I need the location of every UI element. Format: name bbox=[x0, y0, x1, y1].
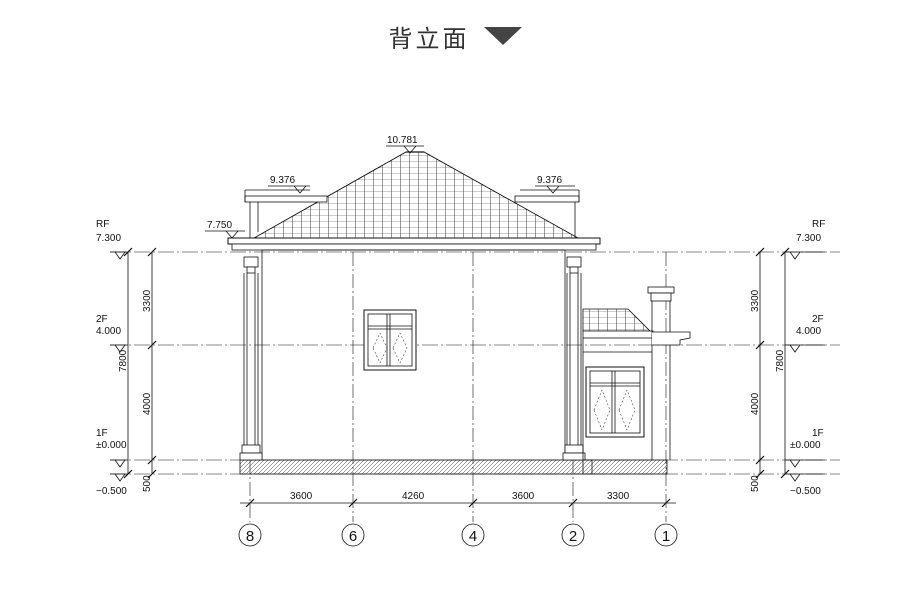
hdim-3: 3300 bbox=[607, 491, 630, 502]
column-left bbox=[239, 256, 263, 461]
level-left-base-value: −0.500 bbox=[96, 486, 127, 497]
roof-elevation-markers bbox=[205, 145, 575, 239]
main-wall bbox=[239, 249, 593, 475]
triangle-down-icon bbox=[483, 27, 522, 45]
level-right-rf-name: RF bbox=[812, 219, 825, 230]
level-lines bbox=[110, 251, 840, 475]
level-right-rf-value: 7.300 bbox=[796, 233, 821, 244]
vdim-left-upper: 3300 bbox=[142, 289, 153, 312]
vdim-right-total: 7800 bbox=[775, 349, 786, 372]
vdim-left-lower: 4000 bbox=[142, 392, 153, 415]
vdim-right-lower: 4000 bbox=[750, 392, 761, 415]
level-left-1f-name: 1F bbox=[96, 428, 108, 439]
elev-hip-left: 9.376 bbox=[270, 175, 295, 186]
axis-label-4: 4 bbox=[469, 528, 477, 545]
horizontal-dim bbox=[240, 498, 676, 508]
level-left-rf-name: RF bbox=[96, 219, 109, 230]
vdim-left-base: 500 bbox=[142, 475, 153, 492]
level-left-1f-value: ±0.000 bbox=[96, 440, 127, 451]
vdim-right-upper: 3300 bbox=[750, 289, 761, 312]
axis-label-1: 1 bbox=[662, 528, 670, 545]
level-right-2f-name: 2F bbox=[812, 314, 824, 325]
window-upper bbox=[363, 309, 417, 371]
window-lower bbox=[585, 366, 645, 438]
vdim-left-total: 7800 bbox=[118, 349, 129, 372]
vertical-dim-left bbox=[110, 247, 157, 482]
axis-label-6: 6 bbox=[349, 528, 357, 545]
axis-label-2: 2 bbox=[569, 528, 577, 545]
column-right bbox=[562, 256, 586, 461]
hdim-0: 3600 bbox=[290, 491, 313, 502]
vdim-right-base: 500 bbox=[750, 475, 761, 492]
level-left-rf-value: 7.300 bbox=[96, 233, 121, 244]
level-right-1f-name: 1F bbox=[812, 428, 824, 439]
axis-circles bbox=[238, 523, 678, 547]
level-right-base-value: −0.500 bbox=[790, 486, 821, 497]
elev-hip-right: 9.376 bbox=[537, 175, 562, 186]
elev-eave: 7.750 bbox=[207, 220, 232, 231]
level-left-2f-name: 2F bbox=[96, 314, 108, 325]
hdim-2: 3600 bbox=[512, 491, 535, 502]
elev-ridge: 10.781 bbox=[387, 135, 418, 146]
vertical-dim-right bbox=[755, 247, 825, 482]
title-bar: 背立面 bbox=[0, 16, 910, 56]
page-title: 背立面 bbox=[388, 24, 470, 53]
level-left-2f-value: 4.000 bbox=[96, 326, 121, 337]
side-annex bbox=[582, 286, 691, 475]
level-right-2f-value: 4.000 bbox=[796, 326, 821, 337]
hdim-1: 4260 bbox=[402, 491, 425, 502]
main-roof bbox=[227, 151, 601, 251]
level-right-1f-value: ±0.000 bbox=[790, 440, 821, 451]
axis-label-8: 8 bbox=[246, 528, 254, 545]
